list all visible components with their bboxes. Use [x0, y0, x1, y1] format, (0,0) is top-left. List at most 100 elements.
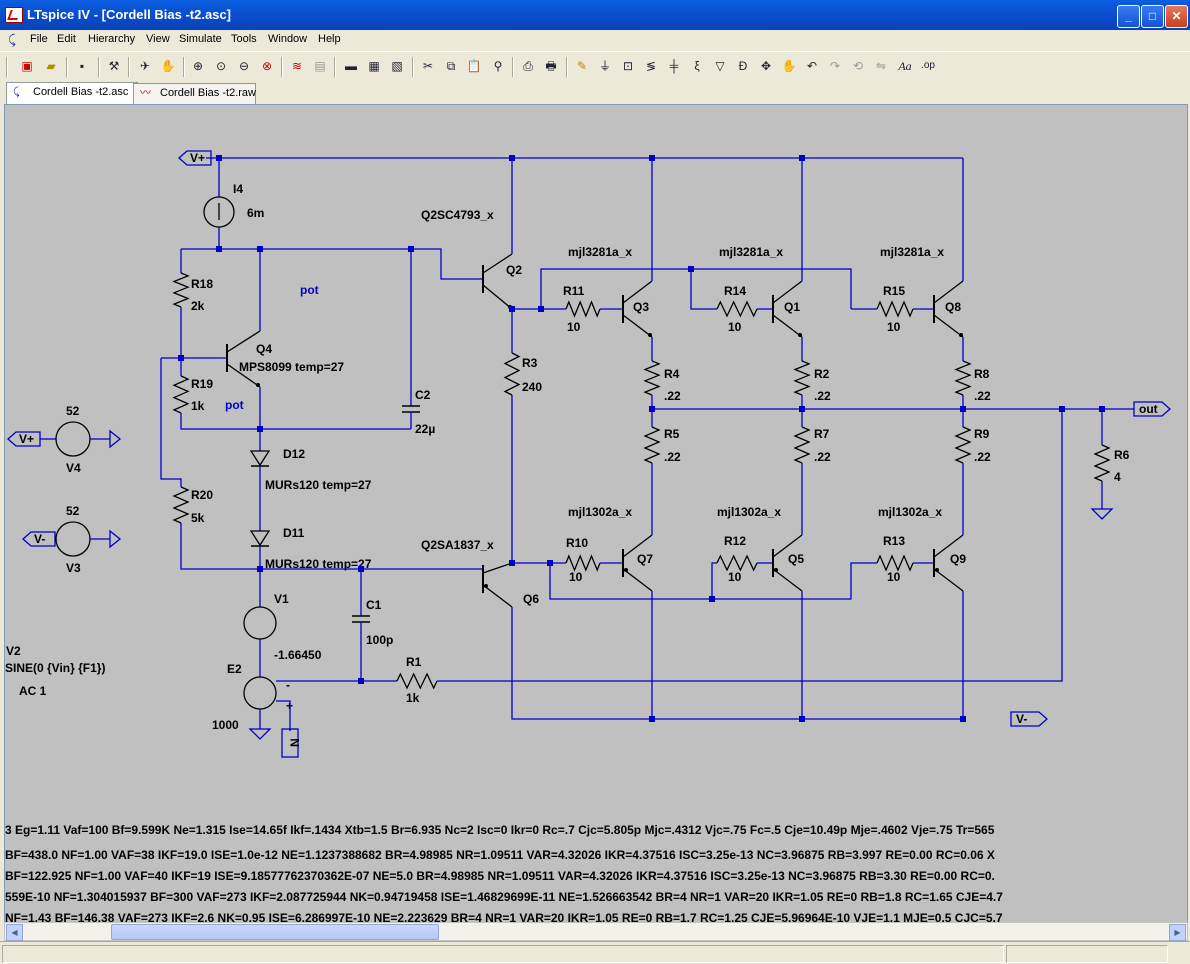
menu-window[interactable]: Window: [268, 33, 308, 45]
label-q5-model: mjl1302a_x: [717, 505, 781, 519]
save-icon[interactable]: ▪: [79, 59, 85, 73]
paste-icon[interactable]: 📋: [466, 59, 482, 73]
label-e2-name: E2: [227, 662, 242, 676]
menu-help[interactable]: Help: [318, 33, 341, 45]
transistor-lead: [933, 280, 964, 304]
menu-simulate[interactable]: Simulate: [179, 33, 222, 45]
title-bar[interactable]: LTspice IV - [Cordell Bias -t2.asc] _ □ …: [0, 0, 1190, 30]
label-r6-name: R6: [1114, 448, 1130, 462]
control-panel-icon[interactable]: ⚒: [108, 59, 120, 73]
zoom-cancel-icon[interactable]: ⊗: [261, 59, 273, 73]
tile-vertical-icon[interactable]: ▦: [368, 59, 380, 73]
label-r5-name: R5: [664, 427, 680, 441]
cascade-icon[interactable]: ▧: [391, 59, 403, 73]
wire: [160, 358, 182, 487]
text-icon[interactable]: Aa: [898, 59, 912, 73]
halt-icon[interactable]: ✋: [160, 59, 176, 73]
label-r1-name: R1: [406, 655, 422, 669]
mirror-icon[interactable]: ⇋: [875, 59, 887, 73]
resistor-symbol: [396, 672, 438, 690]
netlist-line: 559E-10 NF=1.304015937 BF=300 VAF=273 IK…: [5, 890, 1003, 904]
transistor-lead: [772, 568, 803, 592]
source-symbol: [243, 676, 277, 710]
junction-dot: [649, 716, 655, 722]
print-preview-icon[interactable]: ⎙: [523, 59, 533, 73]
wire: [181, 248, 483, 280]
scrollbar-thumb[interactable]: [111, 924, 439, 940]
diode-icon[interactable]: ▽: [715, 59, 725, 73]
capacitor-icon[interactable]: ╪: [669, 59, 679, 73]
n-net-text: N: [288, 738, 302, 747]
scroll-left-icon[interactable]: ◀: [6, 924, 23, 941]
undo-icon[interactable]: ↶: [806, 59, 818, 73]
menu-hierarchy[interactable]: Hierarchy: [88, 33, 136, 45]
resistor-symbol: [876, 554, 914, 572]
redo-icon[interactable]: ↷: [829, 59, 841, 73]
open-folder-icon[interactable]: ▰: [46, 59, 56, 73]
move-icon[interactable]: ✥: [760, 59, 772, 73]
autorange-icon[interactable]: ≋: [291, 59, 303, 73]
find-icon[interactable]: ⚲: [493, 59, 503, 73]
schematic-doc-icon[interactable]: ⤹: [8, 32, 16, 47]
label-r3-name: R3: [522, 356, 538, 370]
horizontal-scrollbar[interactable]: ◀ ▶: [4, 922, 1188, 941]
label-r15-name: R15: [883, 284, 905, 298]
new-schematic-icon[interactable]: ▣: [21, 59, 33, 73]
resistor-icon[interactable]: ≶: [645, 59, 657, 73]
print-icon[interactable]: 🖶: [545, 59, 557, 73]
source-symbol: [55, 521, 91, 557]
status-panel: [2, 945, 1004, 963]
tab-waveform[interactable]: 〰 Cordell Bias -t2.raw: [133, 83, 256, 104]
tile-horizontal-icon[interactable]: ▬: [345, 59, 357, 73]
draw-wire-icon[interactable]: ✎: [576, 59, 588, 73]
zoom-out-icon[interactable]: ⊖: [238, 59, 250, 73]
resistor-symbol: [643, 360, 661, 396]
label-d12-name: D12: [283, 447, 305, 461]
cut-icon[interactable]: ✂: [422, 59, 434, 73]
minimize-button[interactable]: _: [1117, 5, 1140, 28]
menu-tools[interactable]: Tools: [231, 33, 257, 45]
net-label-out-text: out: [1139, 402, 1158, 416]
wire: [511, 607, 963, 720]
transistor-lead: [482, 562, 513, 574]
waveform-icon: 〰: [140, 87, 151, 99]
netlist-line: BF=438.0 NF=1.00 VAF=38 IKF=19.0 ISE=1.0…: [5, 848, 995, 862]
ground-icon[interactable]: ⏚: [598, 59, 611, 73]
menu-view[interactable]: View: [146, 33, 170, 45]
junction-dot: [799, 406, 805, 412]
label-r4-value: .22: [664, 389, 681, 403]
run-icon[interactable]: ✈: [139, 59, 151, 73]
transistor-arrow: [484, 584, 488, 588]
spice-directive-icon[interactable]: .op: [921, 60, 935, 71]
resistor-symbol: [716, 554, 758, 572]
inductor-icon[interactable]: ξ: [694, 59, 700, 73]
zoom-full-icon[interactable]: ▤: [314, 59, 326, 73]
copy-icon[interactable]: ⧉: [446, 59, 456, 73]
menu-edit[interactable]: Edit: [57, 33, 76, 45]
menu-file[interactable]: File: [30, 33, 48, 45]
zoom-in-icon[interactable]: ⊕: [192, 59, 204, 73]
net-label-vplus: [178, 150, 212, 166]
maximize-button[interactable]: □: [1141, 5, 1164, 28]
drag-icon[interactable]: ✋: [781, 59, 797, 73]
tab-schematic[interactable]: ⤹ Cordell Bias -t2.asc: [6, 82, 138, 105]
scroll-right-icon[interactable]: ▶: [1169, 924, 1186, 941]
rotate-icon[interactable]: ⟲: [852, 59, 864, 73]
label-v1-name: V1: [274, 592, 289, 606]
pan-icon[interactable]: ⊙: [215, 59, 227, 73]
label-r10-name: R10: [566, 536, 588, 550]
close-button[interactable]: ✕: [1165, 5, 1188, 28]
junction-dot: [216, 246, 222, 252]
label-r7-value: .22: [814, 450, 831, 464]
transistor-lead: [226, 330, 261, 353]
wire: [690, 269, 717, 310]
label-q6-name: Q6: [523, 592, 539, 606]
tab-label: Cordell Bias -t2.raw: [160, 87, 256, 99]
resistor-symbol: [716, 300, 758, 318]
component-icon[interactable]: Ð: [738, 59, 748, 73]
junction-dot: [960, 716, 966, 722]
label-v2-name: V2: [6, 644, 21, 658]
label-net-icon[interactable]: ⊡: [622, 59, 634, 73]
